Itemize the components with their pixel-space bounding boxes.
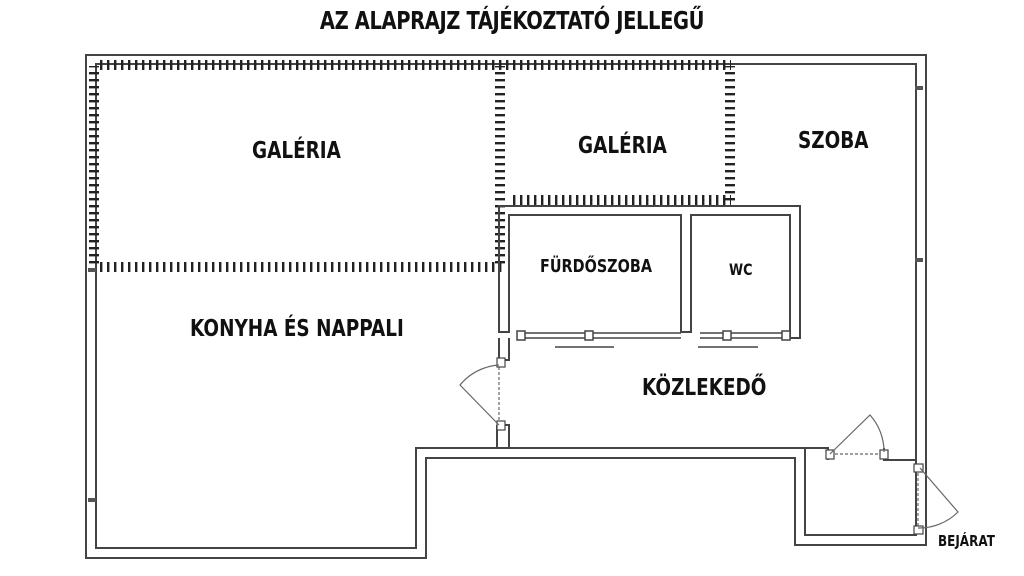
door-swing-corridor [825,414,889,460]
plan-title: AZ ALAPRAJZ TÁJÉKOZTATÓ JELLEGŰ [319,6,705,35]
room-label-bejarat: BEJÁRAT [938,532,995,550]
door-swing-entrance [913,463,959,535]
room-label-furdoszoba: FÜRDŐSZOBA [540,256,652,277]
bathroom-walls [498,205,801,350]
door-swing-left [459,357,506,431]
corridor-walls [496,350,916,461]
room-label-galeria-left: GALÉRIA [252,138,341,164]
outer-wall-marks [88,86,923,502]
bathroom-doors [516,330,791,348]
room-label-kozlekedo: KÖZLEKEDŐ [642,375,767,401]
room-label-konyha: KONYHA ÉS NAPPALI [190,316,404,342]
room-label-wc: WC [729,260,753,279]
room-label-galeria-mid: GALÉRIA [578,133,667,159]
room-label-szoba: SZOBA [798,128,869,154]
gallery-edges [89,60,735,272]
